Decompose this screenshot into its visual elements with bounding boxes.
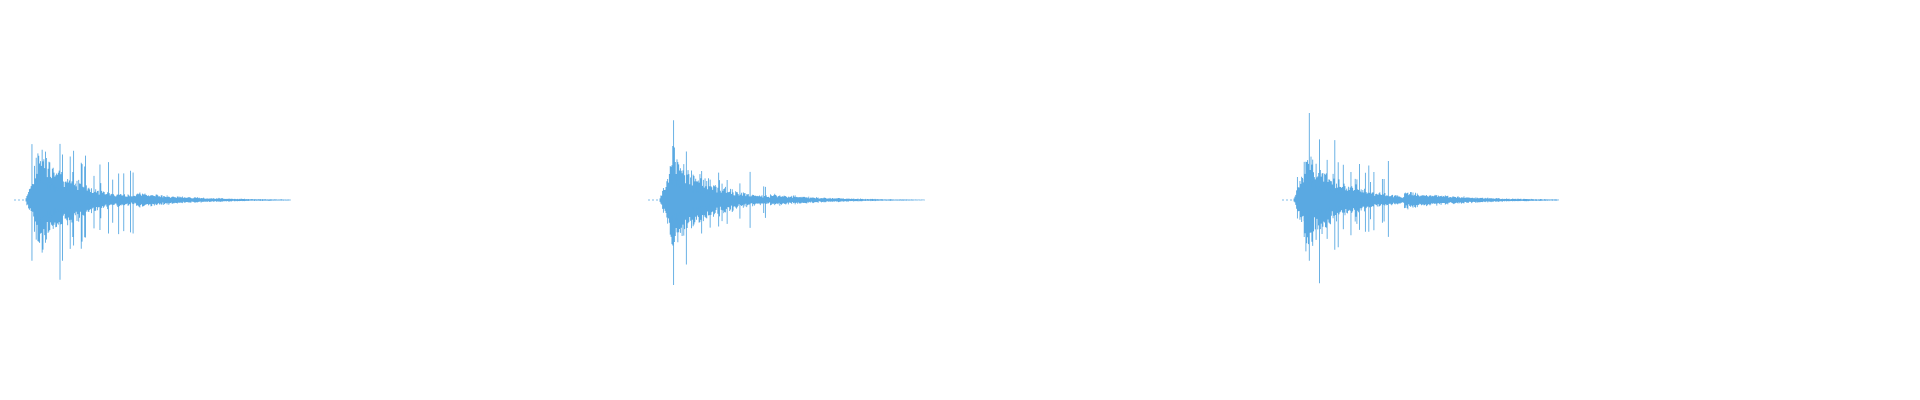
waveform-samples xyxy=(25,143,291,280)
waveform-clip-1[interactable] xyxy=(14,143,291,280)
waveform-core xyxy=(669,175,801,225)
waveform-clip-2[interactable] xyxy=(648,120,925,285)
waveform-core xyxy=(35,173,167,227)
waveform-core xyxy=(1303,176,1435,224)
waveform-clip-3[interactable] xyxy=(1282,113,1559,284)
